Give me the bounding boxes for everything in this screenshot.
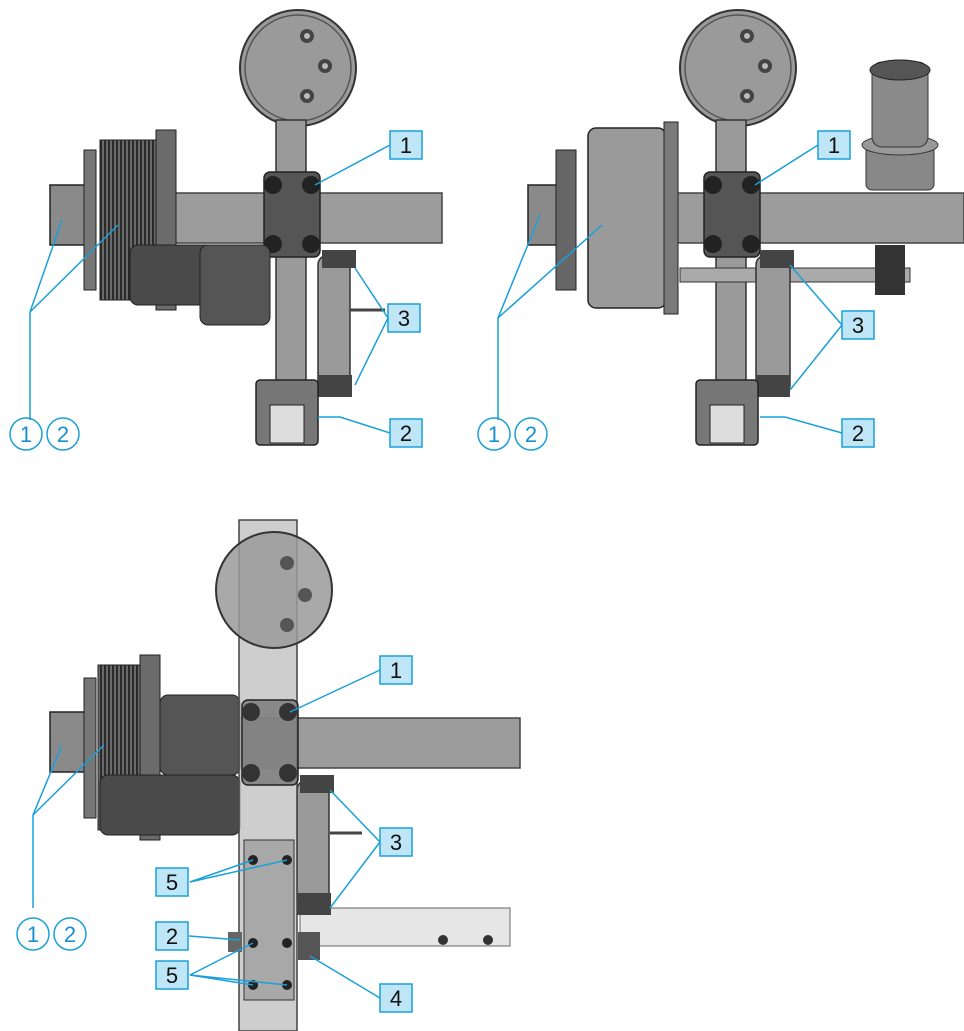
svg-text:1: 1: [828, 133, 840, 158]
svg-text:1: 1: [400, 133, 412, 158]
svg-text:1: 1: [390, 658, 402, 683]
svg-text:2: 2: [400, 421, 412, 446]
callout-square: 1: [379, 655, 413, 685]
brake-hub: [49, 711, 91, 773]
svg-text:2: 2: [57, 422, 69, 447]
panel-bottom: [32, 519, 521, 1031]
svg-text:1: 1: [20, 422, 32, 447]
frame-rail: [299, 907, 511, 947]
air-spring-plate: [239, 9, 357, 127]
shock-absorber: [317, 254, 351, 396]
svg-text:2: 2: [64, 922, 76, 947]
callout-square: 5: [155, 960, 189, 990]
svg-text:5: 5: [166, 963, 178, 988]
svg-text:3: 3: [852, 313, 864, 338]
callout-square: 4: [379, 983, 413, 1013]
shock-absorber: [755, 254, 791, 396]
svg-text:1: 1: [27, 922, 39, 947]
callout-square: 5: [155, 867, 189, 897]
callout-square: 2: [155, 921, 189, 951]
callout-square: 3: [387, 303, 421, 333]
axle-clamp: [241, 699, 299, 786]
axle-clamp: [263, 171, 321, 258]
callout-circle: 2: [514, 417, 548, 451]
callout-circle: 1: [16, 917, 50, 951]
panel-top-right: [497, 9, 964, 446]
callout-circle: 2: [53, 917, 87, 951]
axle-clamp: [703, 171, 761, 258]
shock-absorber: [296, 779, 330, 911]
callout-square: 2: [841, 418, 875, 448]
callout-square: 3: [841, 310, 875, 340]
svg-text:4: 4: [390, 986, 402, 1011]
callout-square: 1: [389, 130, 423, 160]
panel-top-left: [29, 9, 443, 446]
callout-square: 2: [389, 418, 423, 448]
air-spring-plate: [679, 9, 797, 127]
callout-square: 3: [379, 827, 413, 857]
callout-square: 1: [817, 130, 851, 160]
callout-circle: 1: [9, 417, 43, 451]
hanger-plate: [243, 839, 295, 1001]
svg-text:1: 1: [488, 422, 500, 447]
brake-caliper: [99, 774, 241, 836]
callout-circle: 2: [46, 417, 80, 451]
brake-drum: [587, 127, 667, 309]
air-spring-plate: [215, 531, 333, 649]
svg-text:2: 2: [166, 924, 178, 949]
svg-text:5: 5: [166, 870, 178, 895]
svg-text:3: 3: [390, 830, 402, 855]
svg-text:3: 3: [398, 306, 410, 331]
svg-text:2: 2: [852, 421, 864, 446]
callout-circle: 1: [477, 417, 511, 451]
svg-text:2: 2: [525, 422, 537, 447]
